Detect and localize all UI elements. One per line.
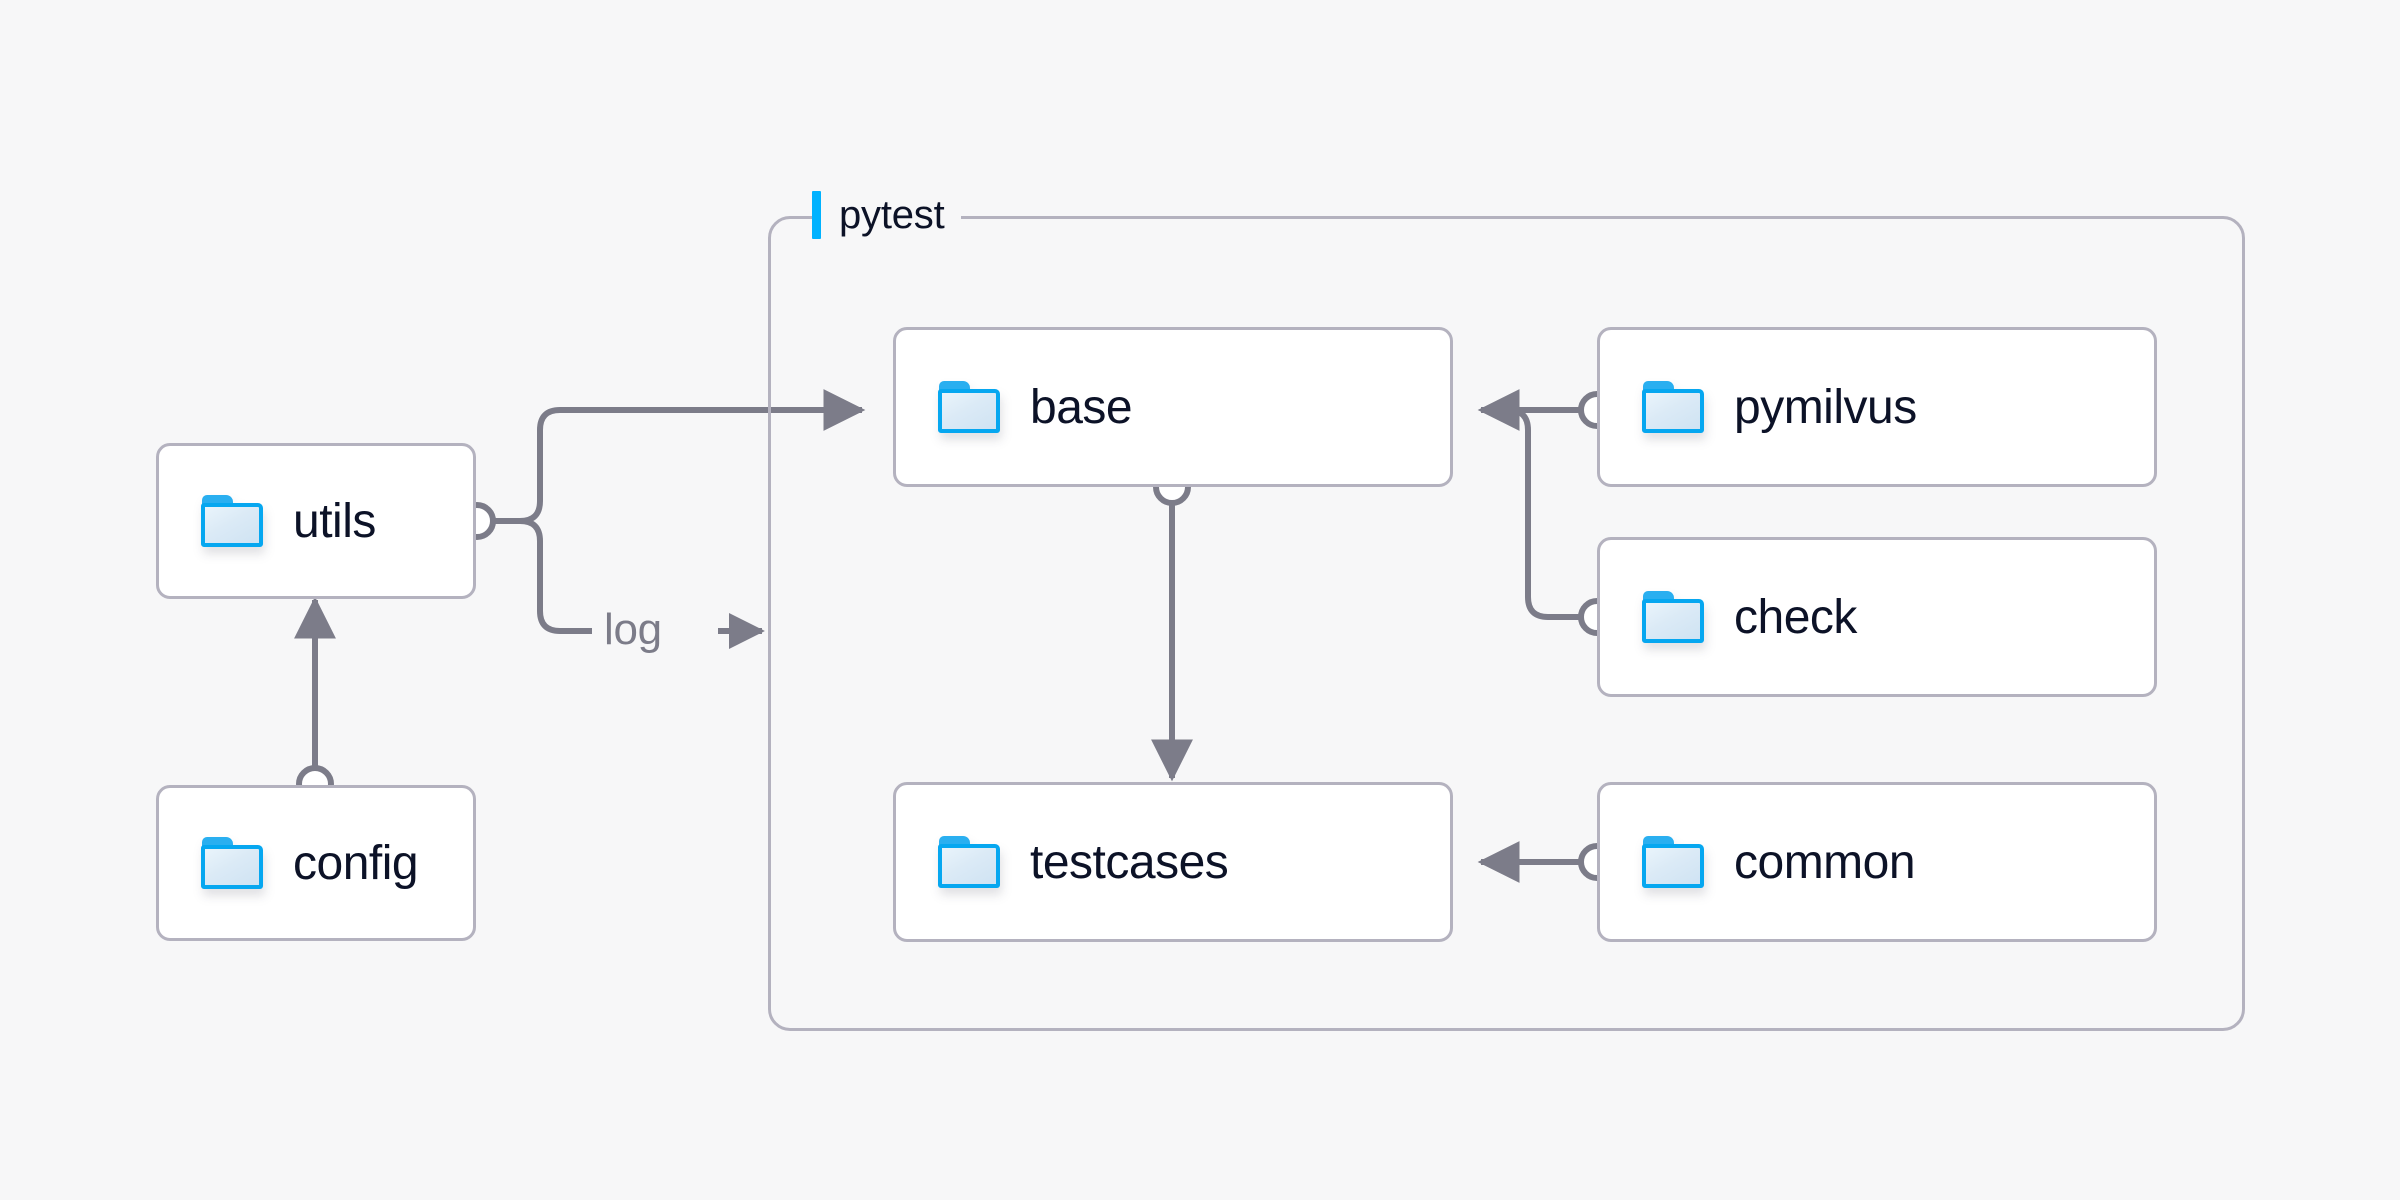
folder-icon — [938, 836, 1000, 888]
folder-icon — [1642, 591, 1704, 643]
folder-icon — [1642, 836, 1704, 888]
edge-label-log: log — [604, 605, 662, 654]
folder-icon — [201, 837, 263, 889]
edge-config-utils — [294, 596, 336, 803]
group-pytest — [768, 216, 2245, 1031]
node-base[interactable]: base — [893, 327, 1453, 487]
node-config-label: config — [293, 836, 419, 890]
group-pytest-title: pytest — [839, 193, 945, 237]
node-base-label: base — [1030, 380, 1133, 434]
node-common[interactable]: common — [1597, 782, 2157, 942]
node-check[interactable]: check — [1597, 537, 2157, 697]
node-pymilvus[interactable]: pymilvus — [1597, 327, 2157, 487]
node-check-label: check — [1734, 590, 1857, 644]
group-pytest-label: pytest — [812, 188, 961, 242]
folder-icon — [201, 495, 263, 547]
folder-icon — [938, 381, 1000, 433]
node-utils-label: utils — [293, 494, 376, 548]
node-config[interactable]: config — [156, 785, 476, 941]
node-utils[interactable]: utils — [156, 443, 476, 599]
folder-icon — [1642, 381, 1704, 433]
node-common-label: common — [1734, 835, 1916, 889]
accent-bar-icon — [812, 191, 821, 239]
node-testcases[interactable]: testcases — [893, 782, 1453, 942]
node-pymilvus-label: pymilvus — [1734, 380, 1917, 434]
node-testcases-label: testcases — [1030, 835, 1229, 889]
